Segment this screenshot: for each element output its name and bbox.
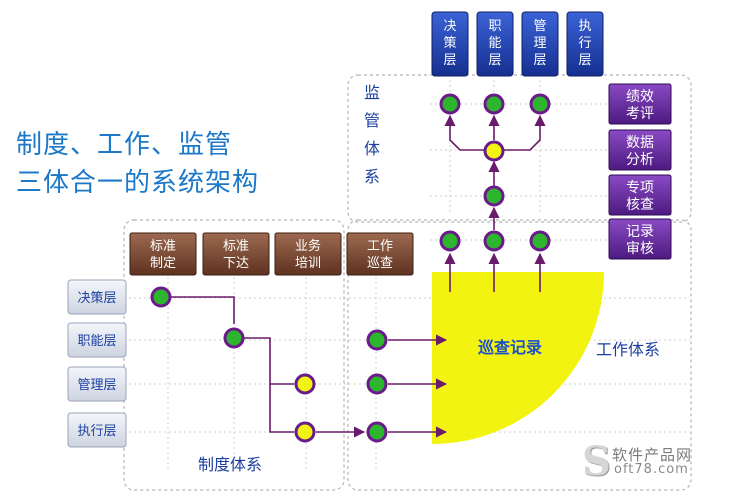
left-level-3[interactable]: 管理层 — [67, 366, 127, 402]
node-eval-3 — [529, 93, 551, 115]
top-tab-1[interactable]: 决策层 — [431, 11, 469, 77]
node-eval-2 — [483, 93, 505, 115]
node-eval-1 — [439, 93, 461, 115]
left-level-label: 执行层 — [77, 424, 116, 439]
node-record-1 — [439, 230, 461, 252]
node-inspect-exec — [366, 421, 388, 443]
supervision-box-label: 记录审核 — [626, 224, 654, 257]
column-header-4[interactable]: 工作巡查 — [346, 232, 414, 276]
title-line-2: 三体合一的系统架构 — [16, 168, 260, 198]
diagram-title: 制度、工作、监管 三体合一的系统架构 — [16, 126, 259, 202]
node-standard-make — [150, 286, 172, 308]
node-inspect-mgmt — [366, 373, 388, 395]
supervision-zone — [347, 74, 692, 223]
node-training-exec — [294, 421, 316, 443]
supervision-box-3[interactable]: 专项核查 — [608, 174, 672, 216]
supervision-box-label: 专项核查 — [626, 180, 654, 213]
supervision-box-label: 绩效考评 — [626, 89, 654, 122]
nodes — [150, 93, 551, 443]
left-level-label: 管理层 — [77, 378, 116, 393]
top-tab-label: 决策层 — [443, 19, 456, 68]
supervision-box-4[interactable]: 记录审核 — [608, 218, 672, 260]
top-tab-2[interactable]: 职能层 — [476, 11, 514, 77]
inspection-record-area — [432, 272, 604, 444]
column-header-label: 工作巡查 — [367, 239, 393, 271]
work-system-label: 工作体系 — [596, 340, 660, 359]
top-tab-4[interactable]: 执行层 — [566, 11, 604, 77]
brand-name: 软件产品网 — [612, 446, 693, 464]
connector-lines — [168, 114, 546, 438]
column-header-1[interactable]: 标准制定 — [129, 232, 197, 276]
brand-watermark: S 软件产品网 oft78.com — [582, 438, 722, 485]
brand-domain: oft78.com — [614, 462, 689, 477]
supervision-box-label: 数据分析 — [626, 135, 654, 168]
node-training-mgmt — [294, 373, 316, 395]
supervision-box-2[interactable]: 数据分析 — [608, 129, 672, 171]
node-standard-issue — [223, 327, 245, 349]
node-inspect-func — [366, 329, 388, 351]
left-level-4[interactable]: 执行层 — [67, 412, 127, 448]
brand-logo-letter: S — [582, 438, 611, 485]
top-tab-3[interactable]: 管理层 — [521, 11, 559, 77]
title-line-1: 制度、工作、监管 — [16, 130, 233, 160]
top-tab-label: 执行层 — [578, 19, 591, 68]
left-level-label: 决策层 — [77, 290, 116, 306]
supervision-box-1[interactable]: 绩效考评 — [608, 83, 672, 125]
inspection-record-label: 巡查记录 — [478, 338, 542, 357]
left-level-label: 职能层 — [77, 334, 116, 349]
column-header-3[interactable]: 业务培训 — [274, 232, 342, 276]
top-tab-label: 职能层 — [488, 19, 501, 68]
supervision-system-label: 监管体系 — [364, 83, 380, 186]
node-record-3 — [529, 230, 551, 252]
node-record-2 — [483, 230, 505, 252]
column-header-2[interactable]: 标准下达 — [202, 232, 270, 276]
top-tab-label: 管理层 — [533, 19, 546, 68]
work-zone — [347, 219, 692, 491]
left-level-2[interactable]: 职能层 — [67, 322, 127, 358]
column-header-label: 标准下达 — [223, 239, 249, 271]
column-header-label: 标准制定 — [150, 239, 176, 271]
column-header-label: 业务培训 — [295, 238, 321, 271]
left-level-1[interactable]: 决策层 — [67, 279, 127, 315]
node-check — [483, 185, 505, 207]
system-label: 制度体系 — [198, 455, 262, 474]
node-analysis — [483, 140, 505, 162]
